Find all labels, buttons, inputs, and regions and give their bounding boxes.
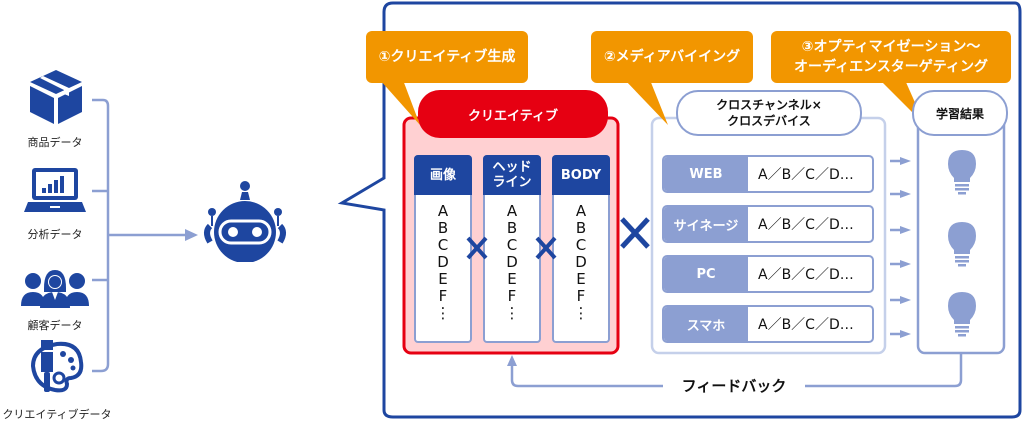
item: C bbox=[575, 236, 587, 254]
media-title: クロスチャンネル× クロスデバイス bbox=[676, 90, 862, 136]
channel-name: PC bbox=[664, 257, 748, 291]
column-header-label: 画像 bbox=[429, 167, 456, 183]
channel-row: PC A／B／C／D… bbox=[662, 255, 874, 293]
callout-tail-2 bbox=[625, 80, 668, 125]
column-items: A B C D E F ⋮ bbox=[485, 195, 539, 322]
item: B bbox=[437, 219, 449, 237]
channel-value: A／B／C／D… bbox=[758, 217, 854, 233]
item: E bbox=[576, 270, 586, 288]
column-header-label: ライン bbox=[492, 175, 532, 190]
item: B bbox=[506, 219, 518, 237]
creative-column: BODY A B C D E F ⋮ bbox=[552, 155, 610, 343]
sources-bracket bbox=[92, 98, 110, 373]
palette-brush-icon bbox=[30, 340, 84, 393]
creative-column: ヘッド ライン A B C D E F ⋮ bbox=[483, 155, 541, 343]
lightbulb-icon bbox=[948, 292, 976, 337]
callout-step3-line1: ③オプティマイゼーション〜 bbox=[801, 39, 981, 55]
source-analysis: 分析データ bbox=[20, 166, 90, 244]
callout-step2: ②メディアバイイング bbox=[591, 31, 753, 83]
item: D bbox=[575, 253, 587, 271]
channel-name: スマホ bbox=[664, 307, 748, 341]
channel-value: A／B／C／D… bbox=[758, 267, 854, 283]
column-header-label: ヘッド bbox=[492, 160, 532, 175]
column-header-label: BODY bbox=[560, 167, 602, 183]
callout-step3-line2: オーディエンスターゲティング bbox=[794, 59, 988, 75]
multiply-icon bbox=[466, 236, 488, 260]
column-header: ヘッド ライン bbox=[483, 155, 541, 195]
item: A bbox=[437, 202, 449, 220]
feedback-label: フィードバック bbox=[681, 377, 787, 395]
channel-row: WEB A／B／C／D… bbox=[662, 155, 874, 193]
feedback-line-left bbox=[510, 365, 663, 388]
item: E bbox=[507, 270, 517, 288]
multiply-icon bbox=[535, 236, 557, 260]
laptop-chart-icon bbox=[24, 168, 86, 212]
item: ⋮ bbox=[435, 304, 451, 322]
item: B bbox=[575, 219, 587, 237]
lightbulb-icon bbox=[948, 222, 976, 267]
item: ⋮ bbox=[504, 304, 520, 322]
feedback-arrowhead bbox=[507, 355, 517, 366]
channel-value: A／B／C／D… bbox=[758, 167, 854, 183]
column-header: 画像 bbox=[414, 155, 472, 195]
robot-icon bbox=[204, 181, 286, 262]
source-label: クリエイティブデータ bbox=[2, 408, 112, 421]
callout-tail-1 bbox=[380, 80, 420, 125]
media-title-line2: クロスデバイス bbox=[727, 114, 811, 128]
item: ⋮ bbox=[573, 304, 589, 322]
item: D bbox=[506, 253, 518, 271]
source-label: 商品データ bbox=[27, 136, 83, 149]
channel-name: WEB bbox=[664, 157, 748, 191]
item: C bbox=[437, 236, 449, 254]
results-title: 学習結果 bbox=[912, 90, 1008, 136]
channel-row: サイネージ A／B／C／D… bbox=[662, 205, 874, 243]
source-customer: 顧客データ bbox=[18, 268, 92, 332]
item: E bbox=[438, 270, 448, 288]
item: F bbox=[576, 287, 586, 305]
item: D bbox=[437, 253, 449, 271]
channel-row: スマホ A／B／C／D… bbox=[662, 305, 874, 343]
creative-title: クリエイティブ bbox=[418, 90, 608, 138]
channel-value: A／B／C／D… bbox=[758, 317, 854, 333]
column-items: A B C D E F ⋮ bbox=[416, 195, 470, 322]
source-creative: クリエイティブデータ bbox=[0, 336, 114, 422]
item: A bbox=[575, 202, 587, 220]
multiply-icon-big bbox=[620, 217, 650, 249]
callout-step1: ①クリエイティブ生成 bbox=[366, 31, 528, 83]
bracket-arrowhead bbox=[185, 229, 198, 241]
item: F bbox=[507, 287, 517, 305]
column-items: A B C D E F ⋮ bbox=[554, 195, 608, 322]
item: C bbox=[506, 236, 518, 254]
media-title-line1: クロスチャンネル× bbox=[716, 98, 822, 112]
box-icon bbox=[30, 70, 82, 124]
people-icon bbox=[21, 270, 89, 308]
source-product: 商品データ bbox=[20, 66, 90, 154]
source-label: 顧客データ bbox=[27, 319, 83, 332]
source-label: 分析データ bbox=[27, 228, 83, 241]
item: F bbox=[438, 287, 448, 305]
column-header: BODY bbox=[552, 155, 610, 195]
feedback-line-right bbox=[805, 353, 963, 388]
item: A bbox=[506, 202, 518, 220]
callout-step3: ③オプティマイゼーション〜 オーディエンスターゲティング bbox=[771, 31, 1011, 83]
lightbulb-icon bbox=[948, 150, 976, 195]
channel-name: サイネージ bbox=[664, 207, 748, 241]
media-to-results-arrows bbox=[890, 157, 911, 338]
creative-column: 画像 A B C D E F ⋮ bbox=[414, 155, 472, 343]
